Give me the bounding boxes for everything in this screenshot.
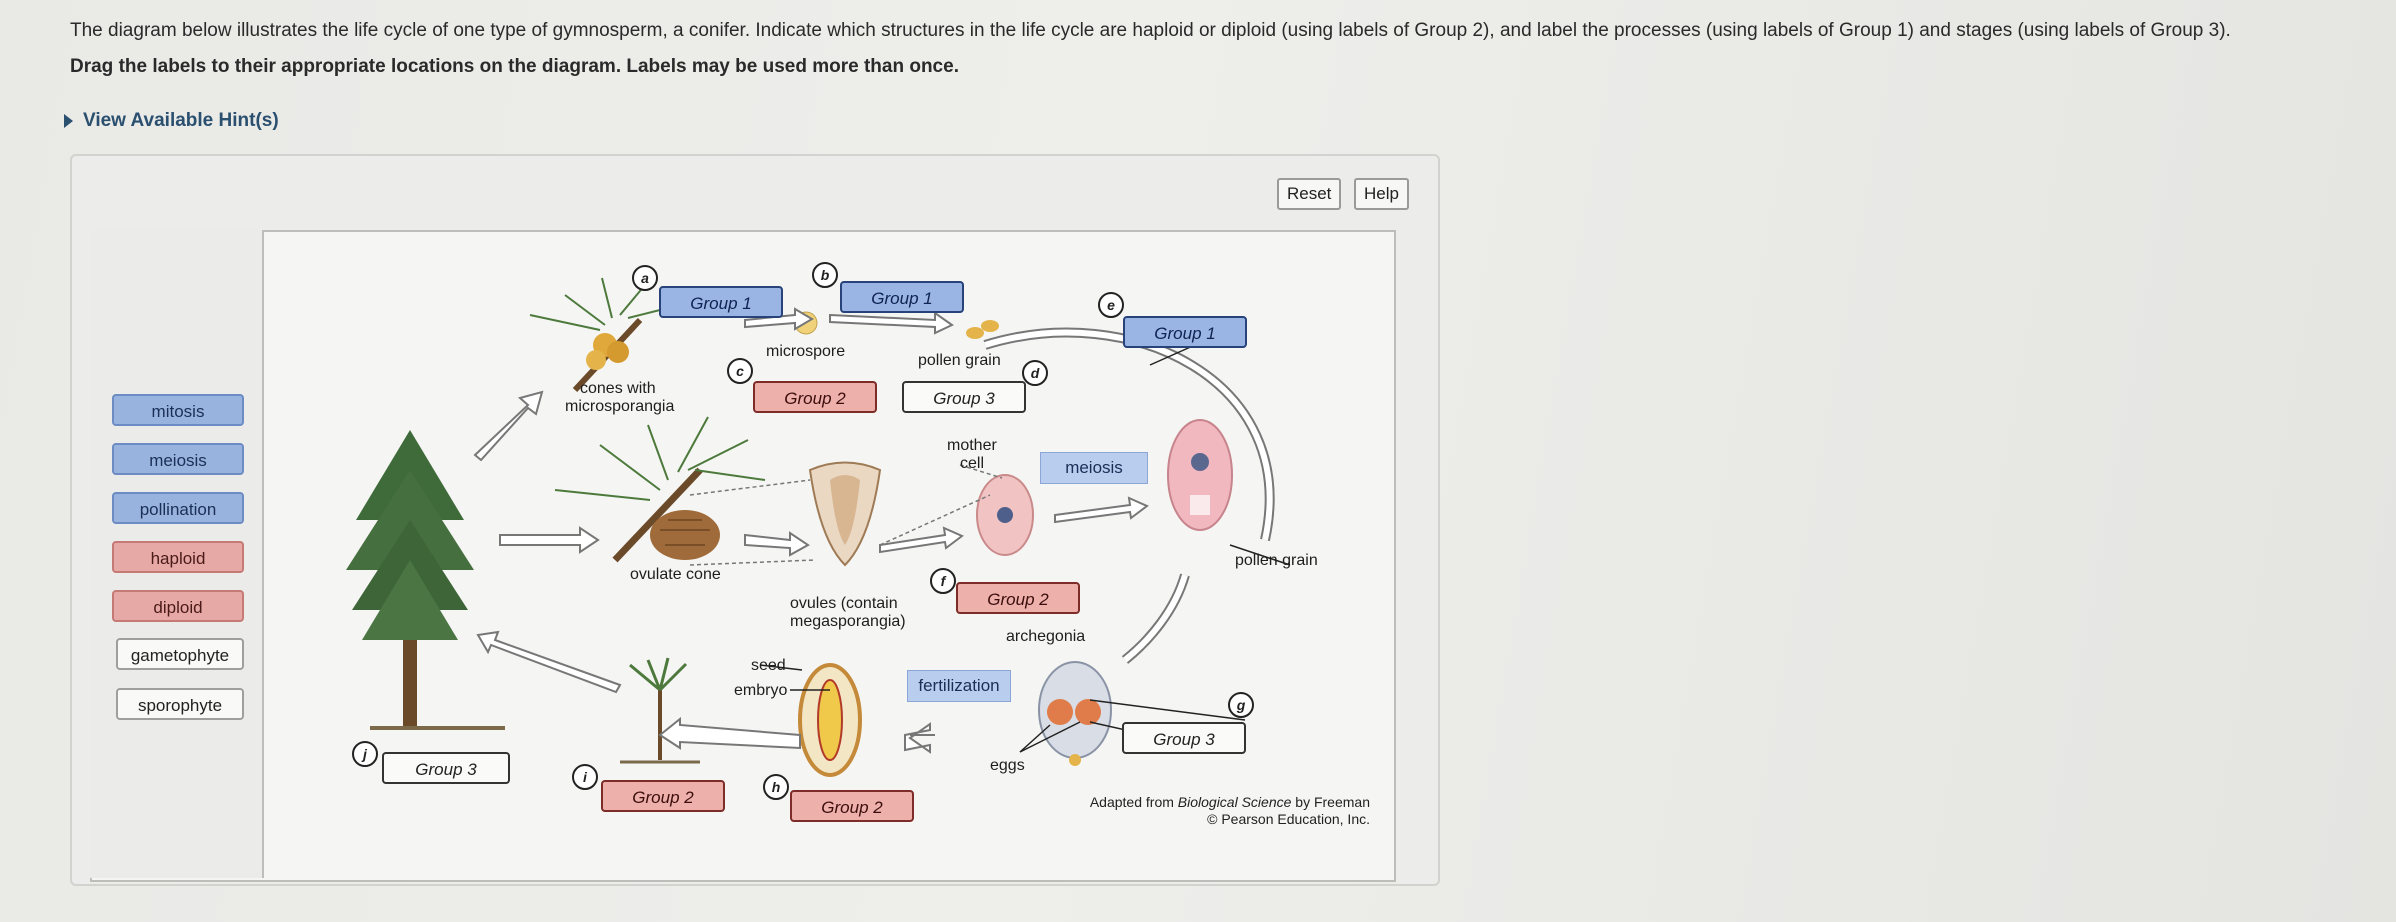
caption-microspore: microspore	[766, 343, 846, 360]
credit-title: Biological Science	[1177, 794, 1292, 810]
reset-button[interactable]: Reset	[1277, 178, 1342, 210]
caption-cones-micro-1: cones with	[580, 380, 656, 397]
marker-d: d	[1022, 360, 1048, 386]
nucleus	[997, 507, 1013, 523]
marker-h: h	[763, 774, 789, 800]
drop-target-b[interactable]: Group 1	[840, 281, 964, 313]
leader-lines	[759, 344, 1291, 753]
caption-embryo: embryo	[734, 682, 788, 699]
drop-target-f[interactable]: Group 2	[956, 582, 1080, 614]
caption-eggs: eggs	[990, 757, 1025, 774]
megaspore-nucleus	[1191, 453, 1209, 471]
label-meiosis[interactable]: meiosis	[112, 443, 244, 475]
instructions-line1: The diagram below illustrates the life c…	[70, 20, 2231, 41]
drop-target-h[interactable]: Group 2	[790, 790, 914, 822]
drop-target-a[interactable]: Group 1	[659, 286, 783, 318]
marker-j: j	[352, 741, 378, 767]
megasporangium	[830, 475, 860, 545]
ovulate-cone-branch	[554, 416, 766, 563]
seedling	[620, 657, 700, 764]
credit-prefix: Adapted from	[1089, 794, 1178, 810]
credit-suffix: by Freeman	[1291, 794, 1370, 810]
drop-target-e[interactable]: Group 1	[1123, 316, 1247, 348]
instructions-line2: Drag the labels to their appropriate loc…	[70, 56, 959, 77]
marker-b: b	[812, 262, 838, 288]
cycle-arrows	[473, 307, 1149, 754]
label-pollination[interactable]: pollination	[112, 492, 244, 524]
caption-ovules-1: ovules (contain	[790, 595, 898, 612]
egg-left	[1047, 699, 1073, 725]
marker-i: i	[572, 764, 598, 790]
pollen-grain	[966, 320, 999, 339]
caption-mother-cell-1: mother	[947, 437, 997, 454]
embryo	[817, 679, 843, 761]
marker-e: e	[1098, 292, 1124, 318]
label-mitosis[interactable]: mitosis	[112, 394, 244, 426]
image-credit: Adapted from Biological Science by Freem…	[1040, 794, 1370, 828]
label-gametophyte[interactable]: gametophyte	[116, 638, 244, 670]
caption-mother-cell-2: cell	[960, 455, 985, 472]
label-diploid[interactable]: diploid	[112, 590, 244, 622]
marker-f: f	[930, 568, 956, 594]
view-hints-link[interactable]: View Available Hint(s)	[64, 110, 279, 132]
drop-target-i[interactable]: Group 2	[601, 780, 725, 812]
drop-target-c[interactable]: Group 2	[753, 381, 877, 413]
placed-label-meiosis[interactable]: meiosis	[1040, 452, 1148, 484]
drop-target-g[interactable]: Group 3	[1122, 722, 1246, 754]
pollen-cone-branch	[529, 277, 669, 393]
marker-c: c	[727, 358, 753, 384]
caption-pollen-grain-top: pollen grain	[918, 352, 1001, 369]
marker-a: a	[632, 265, 658, 291]
pine-tree-sporophyte	[346, 430, 505, 730]
caption-pollen-grain-right: pollen grain	[1235, 552, 1318, 569]
drop-target-j[interactable]: Group 3	[382, 752, 510, 784]
drop-target-d[interactable]: Group 3	[902, 381, 1026, 413]
instructions: The diagram below illustrates the life c…	[70, 18, 2370, 80]
hint-label: View Available Hint(s)	[83, 110, 279, 131]
caption-ovules-2: megasporangia)	[790, 613, 906, 630]
caption-ovulate-cone: ovulate cone	[630, 566, 721, 583]
help-button[interactable]: Help	[1354, 178, 1409, 210]
expand-triangle-icon	[64, 114, 73, 128]
label-sporophyte[interactable]: sporophyte	[116, 688, 244, 720]
marker-g: g	[1228, 692, 1254, 718]
caption-archegonia: archegonia	[1006, 628, 1086, 645]
caption-cones-micro-2: microsporangia	[565, 398, 675, 415]
female-gametophyte	[1167, 419, 1233, 531]
caption-seed: seed	[751, 657, 786, 674]
credit-copyright: © Pearson Education, Inc.	[1207, 811, 1370, 827]
egg-right	[1075, 699, 1101, 725]
label-haploid[interactable]: haploid	[112, 541, 244, 573]
placed-label-fertilization[interactable]: fertilization	[907, 670, 1011, 702]
